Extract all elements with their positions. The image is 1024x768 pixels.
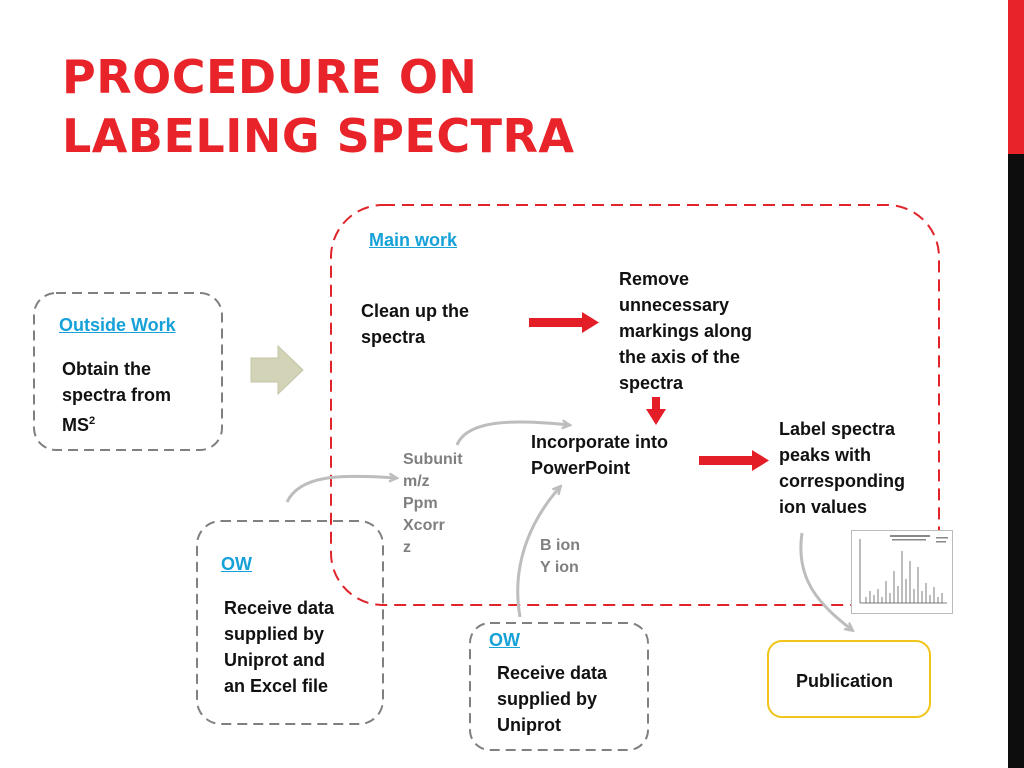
incorporate-step: Incorporate into PowerPoint [531, 429, 701, 481]
ow-excel-line-3: Uniprot and [224, 650, 325, 670]
title-line-2: LABELING SPECTRA [62, 109, 575, 163]
ow-excel-heading[interactable]: OW [221, 554, 252, 574]
ow-excel-text: Receive data supplied by Uniprot and an … [224, 595, 374, 699]
outside-work-superscript: 2 [89, 415, 96, 427]
title-line-1: PROCEDURE ON [62, 50, 478, 104]
ow-excel-box [196, 520, 384, 725]
ow-excel-line-4: an Excel file [224, 676, 329, 696]
remove-line-3: markings along [619, 321, 753, 341]
param-mz: m/z [403, 473, 430, 490]
outside-work-text: Obtain the spectra from MS2 [62, 356, 212, 438]
curved-arrow-subunit-to-incorporate [455, 422, 569, 446]
main-work-container [330, 204, 940, 606]
label-line-4: ion values [779, 497, 868, 517]
param-subunit: Subunit [403, 451, 463, 468]
label-line-2: peaks with [779, 445, 872, 465]
clean-line-2: spectra [361, 327, 426, 347]
publication-box [767, 640, 931, 718]
curved-arrow-label-to-publication [799, 532, 852, 630]
ow-uniprot-text: Receive data supplied by Uniprot [497, 660, 642, 738]
red-arrow-clean-to-remove [529, 312, 599, 333]
ion-y: Y ion [540, 559, 579, 576]
ow-uniprot-box [469, 622, 649, 751]
publication-label: Publication [796, 671, 894, 691]
ow-uniprot-line-1: Receive data [497, 663, 608, 683]
label-spectra-step: Label spectra peaks with corresponding i… [779, 416, 939, 520]
ow-uniprot-line-3: Uniprot [497, 715, 561, 735]
remove-line-5: spectra [619, 373, 684, 393]
clean-spectra-step: Clean up the spectra [361, 298, 521, 350]
right-arrow-icon [250, 344, 304, 396]
incorporate-line-2: PowerPoint [531, 458, 631, 478]
param-xcorr: Xcorr [403, 517, 445, 534]
outside-work-line-3: MS [62, 415, 89, 435]
outside-work-line-1: Obtain the [62, 359, 151, 379]
incorporate-line-1: Incorporate into [531, 432, 669, 452]
curved-arrow-ow-to-ions [516, 487, 560, 618]
red-arrow-incorporate-to-label [699, 450, 769, 471]
remove-line-2: unnecessary [619, 295, 730, 315]
remove-markings-step: Remove unnecessary markings along the ax… [619, 266, 789, 396]
ow-excel-line-2: supplied by [224, 624, 325, 644]
ow-excel-line-1: Receive data [224, 598, 335, 618]
ion-type-list: B ion Y ion [540, 535, 620, 579]
ow-uniprot-heading[interactable]: OW [489, 630, 520, 650]
red-arrow-remove-to-incorporate [646, 397, 666, 425]
subunit-parameter-list: Subunit m/z Ppm Xcorr z [403, 449, 483, 559]
param-z: z [403, 539, 411, 556]
ow-uniprot-line-2: supplied by [497, 689, 598, 709]
ion-b: B ion [540, 537, 580, 554]
slide-accent-bar-red [1008, 0, 1024, 154]
remove-line-4: the axis of the [619, 347, 741, 367]
main-work-heading[interactable]: Main work [369, 230, 458, 250]
slide-accent-bar-black [1008, 154, 1024, 768]
clean-line-1: Clean up the [361, 301, 470, 321]
outside-work-box [33, 292, 223, 451]
outside-work-line-2: spectra from [62, 385, 172, 405]
remove-line-1: Remove [619, 269, 690, 289]
slide-title: PROCEDURE ON LABELING SPECTRA [62, 48, 762, 166]
param-ppm: Ppm [403, 495, 438, 512]
curved-arrow-ow-to-subunit [285, 476, 396, 503]
spectrum-chart-icon [851, 530, 953, 614]
label-line-3: corresponding [779, 471, 906, 491]
outside-work-heading[interactable]: Outside Work [59, 315, 176, 335]
label-line-1: Label spectra [779, 419, 896, 439]
